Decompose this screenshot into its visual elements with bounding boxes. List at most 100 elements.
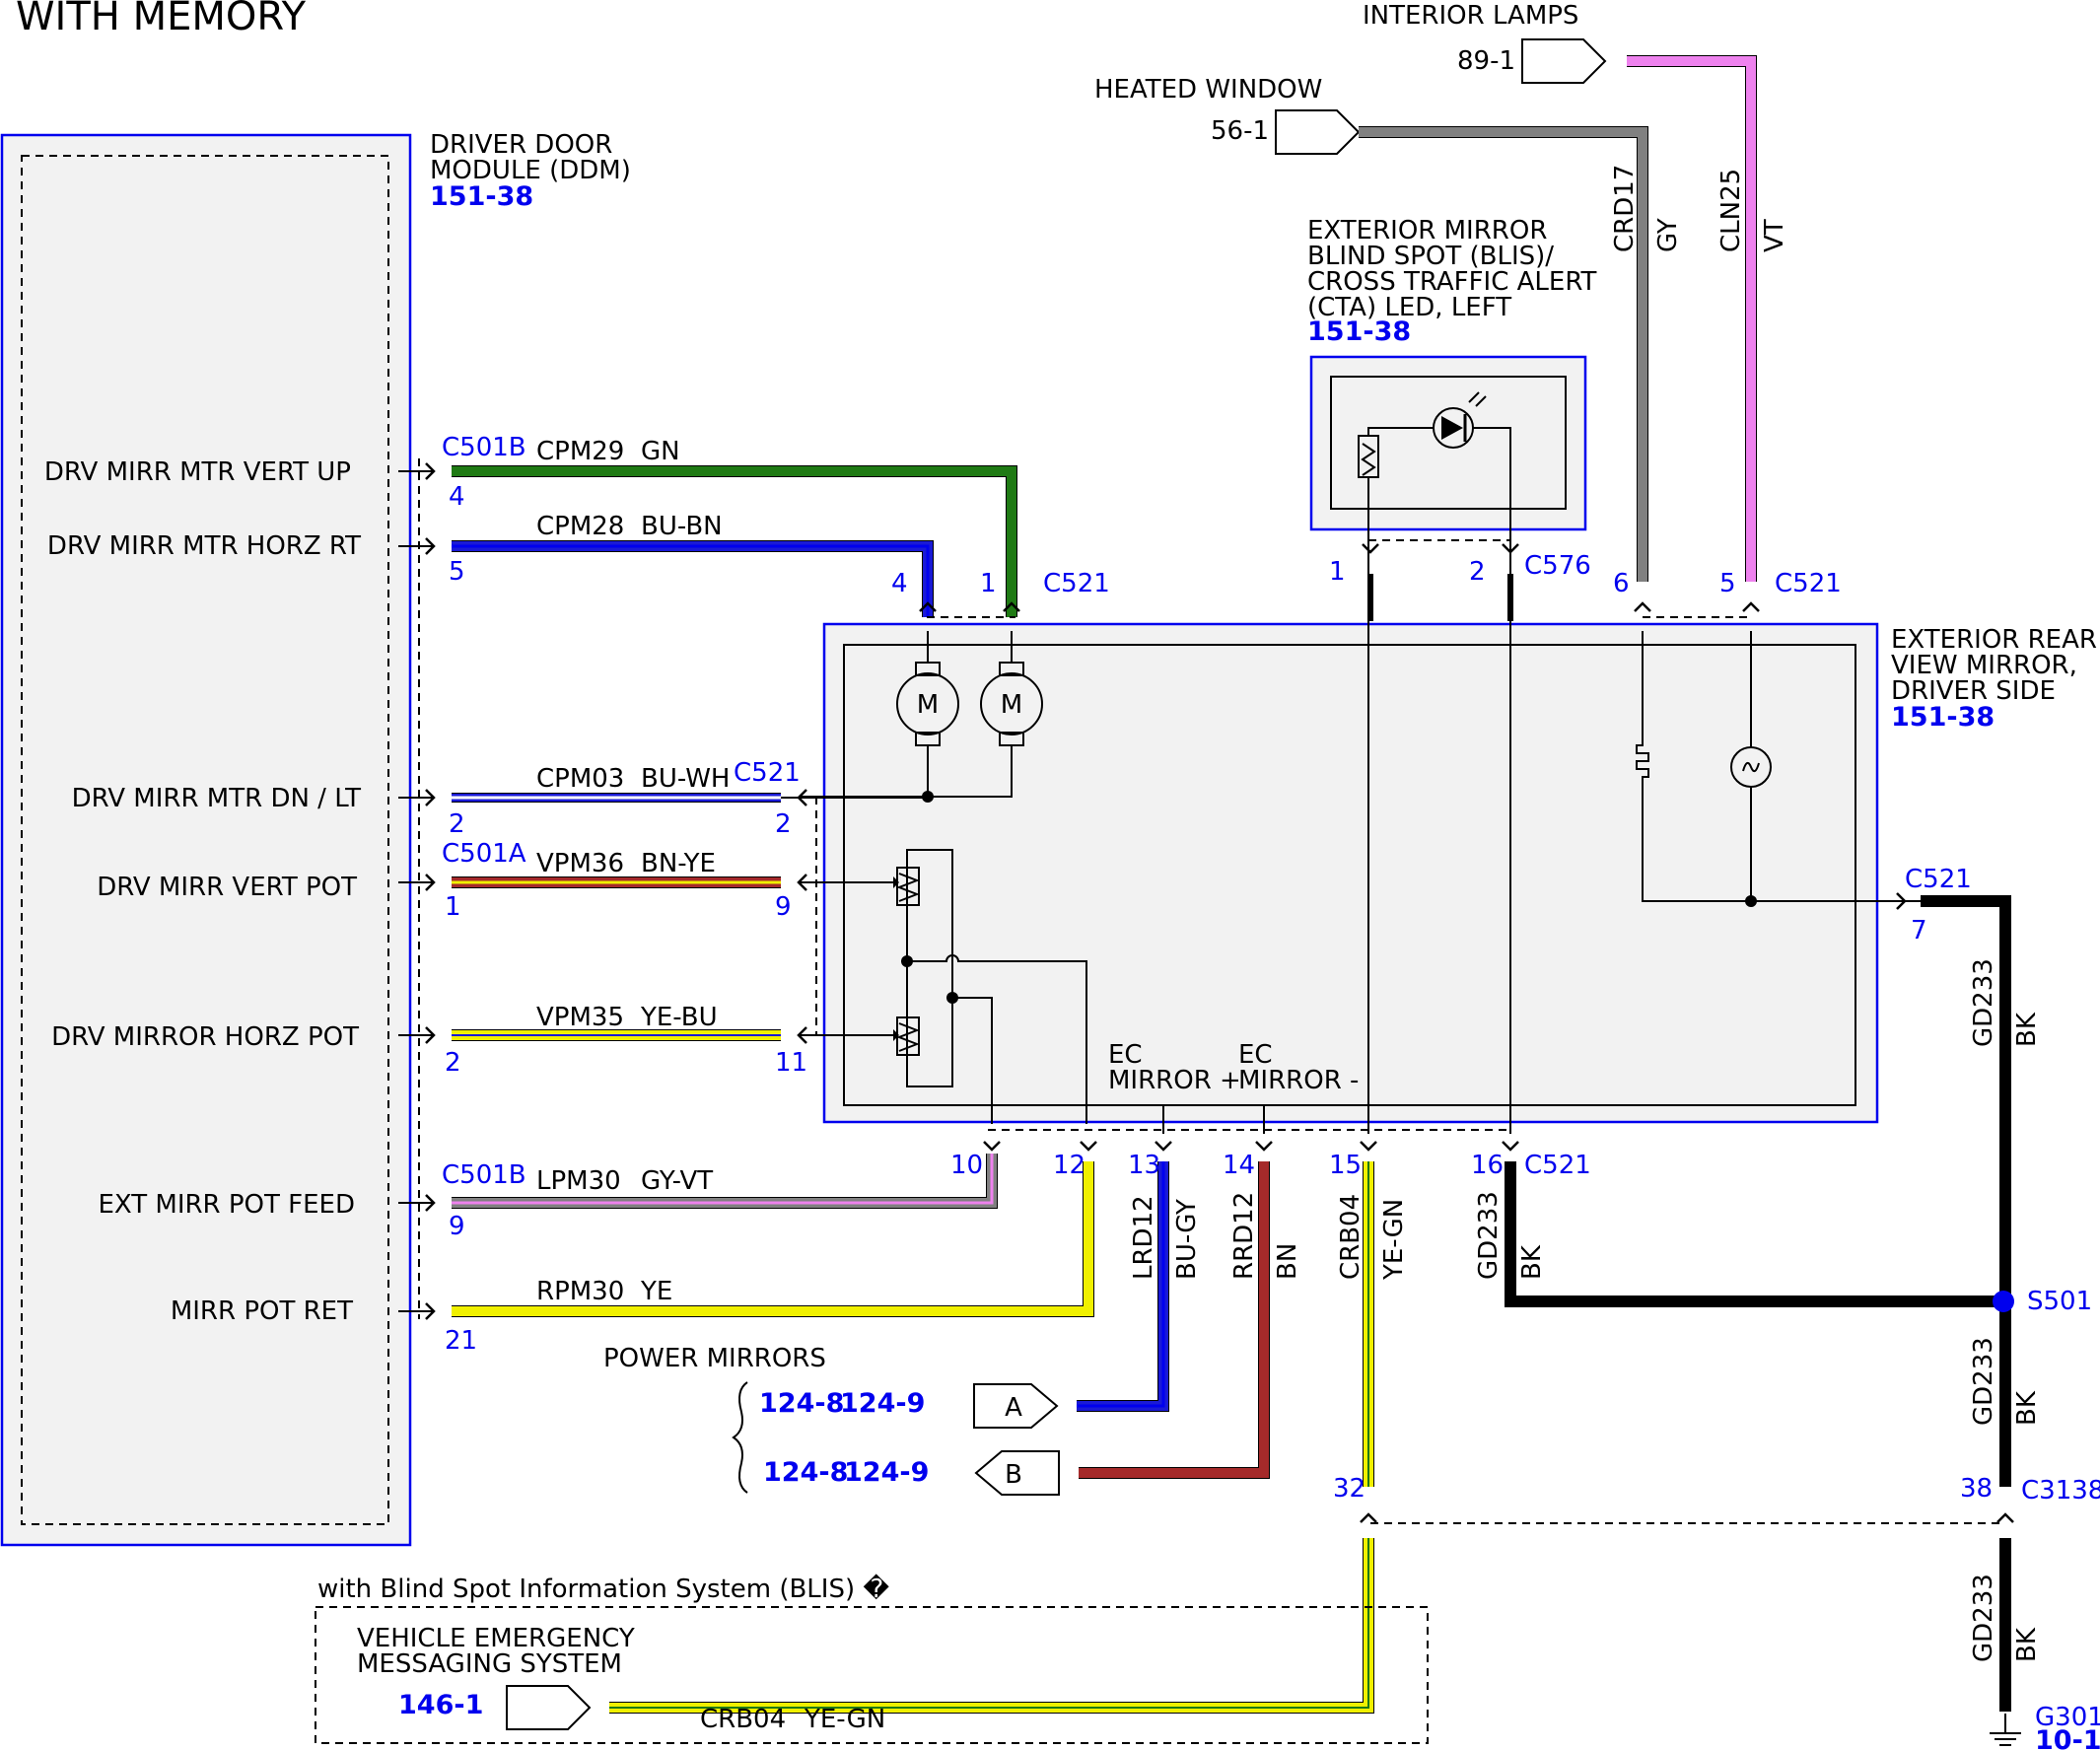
- blis-led-ref-link[interactable]: 151-38: [1307, 316, 1411, 347]
- s501-splice-dot: [1993, 1291, 2014, 1312]
- vpm35-circuit: VPM35: [536, 1003, 624, 1032]
- heated-window-element: [1636, 631, 1921, 902]
- wire-rrd12: [1079, 1161, 1269, 1478]
- wire-crb04-vems-stripe: [609, 1538, 1369, 1709]
- lrd12-circuit: LRD12: [1129, 1195, 1158, 1280]
- vems-connector-icon: [506, 1685, 592, 1730]
- wire-cpm28-outline: [452, 540, 934, 617]
- mirror-name-line2: VIEW MIRROR,: [1891, 651, 2077, 680]
- g301-ref-link[interactable]: 10-11: [2035, 1725, 2100, 1751]
- wire-lpm30-stripe: [452, 1154, 994, 1205]
- pot-vert-icon: [896, 867, 920, 906]
- ddm-name-line2: MODULE (DDM): [430, 156, 631, 185]
- blis-led-inner: [1330, 376, 1567, 510]
- c521-label-left: C521: [734, 758, 801, 788]
- mirror-name-line3: DRIVER SIDE: [1891, 676, 2056, 706]
- cpm03-color: BU-WH: [641, 764, 730, 794]
- signal-pot-feed: EXT MIRR POT FEED: [98, 1190, 355, 1220]
- motor-splice-dot: [922, 791, 934, 803]
- pin-c521-1: 1: [980, 569, 997, 598]
- crd17-color: GY: [1653, 218, 1683, 252]
- vpm36-circuit: VPM36: [536, 849, 624, 878]
- motor-horz-label: M: [1001, 690, 1022, 720]
- pin-c521-4: 4: [891, 569, 908, 598]
- interior-lamps-label: INTERIOR LAMPS: [1363, 1, 1578, 31]
- power-mirrors-ref-a2[interactable]: 124-9: [840, 1388, 925, 1419]
- motor-common-b: [928, 745, 1013, 798]
- signal-vert-pot: DRV MIRR VERT POT: [97, 873, 357, 902]
- cpm03-circuit: CPM03: [536, 764, 624, 794]
- c521-label-right: C521: [1905, 865, 1972, 894]
- mirror-ref-link[interactable]: 151-38: [1891, 702, 1995, 733]
- vems-line1: VEHICLE EMERGENCY: [357, 1624, 635, 1653]
- c521-bottom-chevron-2: [1155, 1141, 1172, 1152]
- cpm28-color: BU-BN: [641, 512, 723, 541]
- ec-plus-line1: EC: [1108, 1040, 1143, 1070]
- ec-minus-line1: EC: [1238, 1040, 1273, 1070]
- c3138-chevron-0: [1360, 1512, 1377, 1523]
- signal-horz-rt: DRV MIRR MTR HORZ RT: [47, 531, 361, 561]
- ground-splice-dot: [1745, 895, 1757, 907]
- pin-c521-14: 14: [1223, 1151, 1255, 1180]
- pin-c521-7: 7: [1911, 916, 1927, 946]
- pin-c521-2: 2: [775, 809, 792, 839]
- ddm-inner-dashed: [21, 155, 389, 1525]
- wire-lpm30-outline: [452, 1154, 998, 1209]
- gd233-g301-color: BK: [2012, 1627, 2042, 1662]
- crb04-color: YE-GN: [1379, 1199, 1409, 1281]
- pin-c501b-9: 9: [449, 1212, 465, 1241]
- mirror-name-line1: EXTERIOR REAR: [1891, 625, 2097, 655]
- ground-icon: [1990, 1714, 2021, 1746]
- c521-bottom-chevron-3: [1255, 1141, 1273, 1152]
- signal-pot-ret: MIRR POT RET: [171, 1296, 353, 1326]
- power-mirrors-ref-a1[interactable]: 124-8: [759, 1388, 844, 1419]
- c576-chevron-0: [1362, 543, 1379, 554]
- gd233-16-circuit: GD233: [1474, 1191, 1504, 1280]
- pot-vert-arrow: [893, 876, 899, 888]
- pot-vert-zigzag: [896, 873, 920, 902]
- pot-horz-zigzag: [896, 1022, 920, 1052]
- interior-lamps-ref: 89-1: [1457, 46, 1515, 76]
- c521-top-chevron-0: [919, 601, 937, 612]
- gd233-7-circuit: GD233: [1969, 958, 1998, 1047]
- rpm30-circuit: RPM30: [536, 1277, 624, 1306]
- crb04-vems-color: YE-GN: [804, 1705, 885, 1734]
- connector-b-label: B: [1005, 1460, 1022, 1490]
- pin-chevrons: [398, 462, 2014, 1523]
- wire-cpm28: [452, 541, 933, 617]
- rrd12-circuit: RRD12: [1229, 1192, 1259, 1280]
- cpm29-color: GN: [641, 437, 680, 466]
- c521-bottom-chevron-5: [1502, 1141, 1519, 1152]
- lamp-filament: [1742, 761, 1760, 773]
- blis-led-line1: EXTERIOR MIRROR: [1307, 216, 1547, 245]
- power-mirrors-ref-b2[interactable]: 124-9: [844, 1457, 929, 1488]
- pot-horz-arrow: [893, 1029, 899, 1041]
- ddm-outline: [0, 133, 412, 1547]
- c3138-label: C3138: [2021, 1476, 2100, 1506]
- vpm35-color: YE-BU: [640, 1003, 718, 1032]
- connector-a-label: A: [1005, 1393, 1022, 1423]
- heated-window-ref: 56-1: [1211, 116, 1269, 146]
- pin-c521-6: 6: [1613, 569, 1630, 598]
- cpm29-circuit: CPM29: [536, 437, 624, 466]
- vems-ref-link[interactable]: 146-1: [398, 1690, 483, 1720]
- vpm36-color: BN-YE: [641, 849, 716, 878]
- pot-ret-to-12: [907, 954, 1087, 1124]
- pin-c576-1: 1: [1329, 557, 1346, 587]
- gd233-7-color: BK: [2012, 1012, 2042, 1047]
- pin-c521-13: 13: [1128, 1151, 1160, 1180]
- mirror-inner: [843, 644, 1856, 1106]
- pin-c501a-1: 1: [445, 892, 461, 922]
- pin-c521-11: 11: [775, 1048, 807, 1078]
- wire-crb04-vems: [609, 1538, 1373, 1713]
- c501a-label: C501A: [442, 839, 526, 869]
- pin-c521-16: 16: [1471, 1151, 1504, 1180]
- blis-int-wire-b: [1473, 427, 1511, 592]
- motor-vert-icon: [896, 672, 959, 735]
- mirror-internal-wiring: M M EC MIRROR + EC MIRROR -: [801, 631, 1921, 1134]
- ddm-ref-link[interactable]: 151-38: [430, 181, 533, 212]
- rpm30-color: YE: [640, 1277, 672, 1306]
- wire-crd17: [1359, 127, 1647, 582]
- blis-option-box: [315, 1606, 1429, 1744]
- power-mirrors-ref-b1[interactable]: 124-8: [763, 1457, 848, 1488]
